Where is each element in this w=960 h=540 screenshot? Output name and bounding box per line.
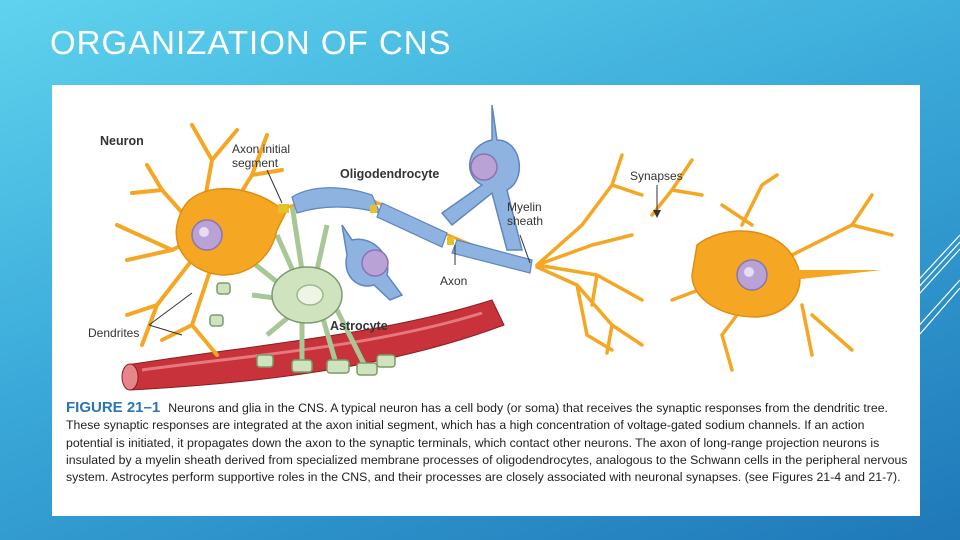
neuron-glia-illustration: Neuron Axon initial segment Oligodendroc… (88, 104, 894, 391)
left-neuron (115, 123, 289, 357)
label-axon: Axon (440, 274, 467, 288)
label-synapses: Synapses (630, 169, 683, 183)
label-oligodendrocyte: Oligodendrocyte (340, 167, 439, 181)
label-axon-initial-segment-line1: Axon initial (232, 142, 290, 156)
oligodendrocyte (341, 104, 523, 301)
label-myelin-sheath-line2: sheath (507, 214, 543, 228)
label-astrocyte: Astrocyte (330, 319, 388, 333)
label-myelin-sheath-line1: Myelin (507, 200, 542, 214)
caption-text: Neurons and glia in the CNS. A typical n… (66, 401, 908, 485)
slide-title: ORGANIZATION OF CNS (50, 24, 452, 61)
leader-lines (148, 169, 661, 336)
figure-number: FIGURE 21–1 (66, 399, 161, 416)
label-axon-initial-segment-line2: segment (232, 156, 279, 170)
right-neuron (535, 153, 894, 372)
label-neuron: Neuron (100, 134, 144, 148)
blood-vessel (121, 299, 505, 391)
figure-panel: Neuron Axon initial segment Oligodendroc… (52, 85, 920, 516)
label-dendrites: Dendrites (88, 326, 139, 340)
axon-myelin (287, 187, 533, 274)
axon-initial-segment (278, 204, 289, 213)
